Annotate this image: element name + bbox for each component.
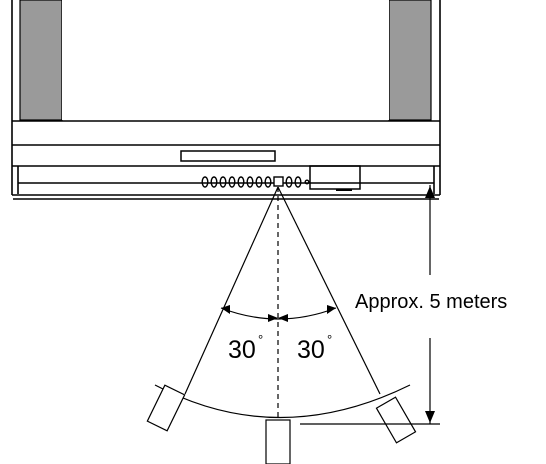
angle-right-label: 30 — [297, 336, 325, 364]
tv-display-slot — [180, 150, 276, 162]
remote-sensor-window — [273, 176, 284, 187]
left-speaker-panel — [19, 0, 63, 121]
screen — [62, 0, 389, 120]
front-panel-buttons — [201, 176, 310, 188]
angle-arc — [220, 307, 337, 320]
front-panel-door — [309, 165, 361, 190]
degree-symbol-right: ° — [327, 332, 332, 347]
angle-left-label: 30 — [228, 336, 256, 364]
right-speaker-panel — [388, 0, 432, 121]
degree-symbol-left: ° — [258, 332, 263, 347]
tv-set — [11, 0, 441, 200]
remote-control-left — [146, 384, 186, 432]
remote-control-right — [375, 396, 417, 444]
distance-arrow-top — [425, 186, 435, 198]
distance-arrow-bottom — [425, 411, 435, 423]
remote-control-center — [265, 419, 291, 464]
distance-label: Approx. 5 meters — [355, 291, 507, 313]
distance-indicator — [300, 185, 440, 425]
signal-cone — [154, 186, 411, 418]
